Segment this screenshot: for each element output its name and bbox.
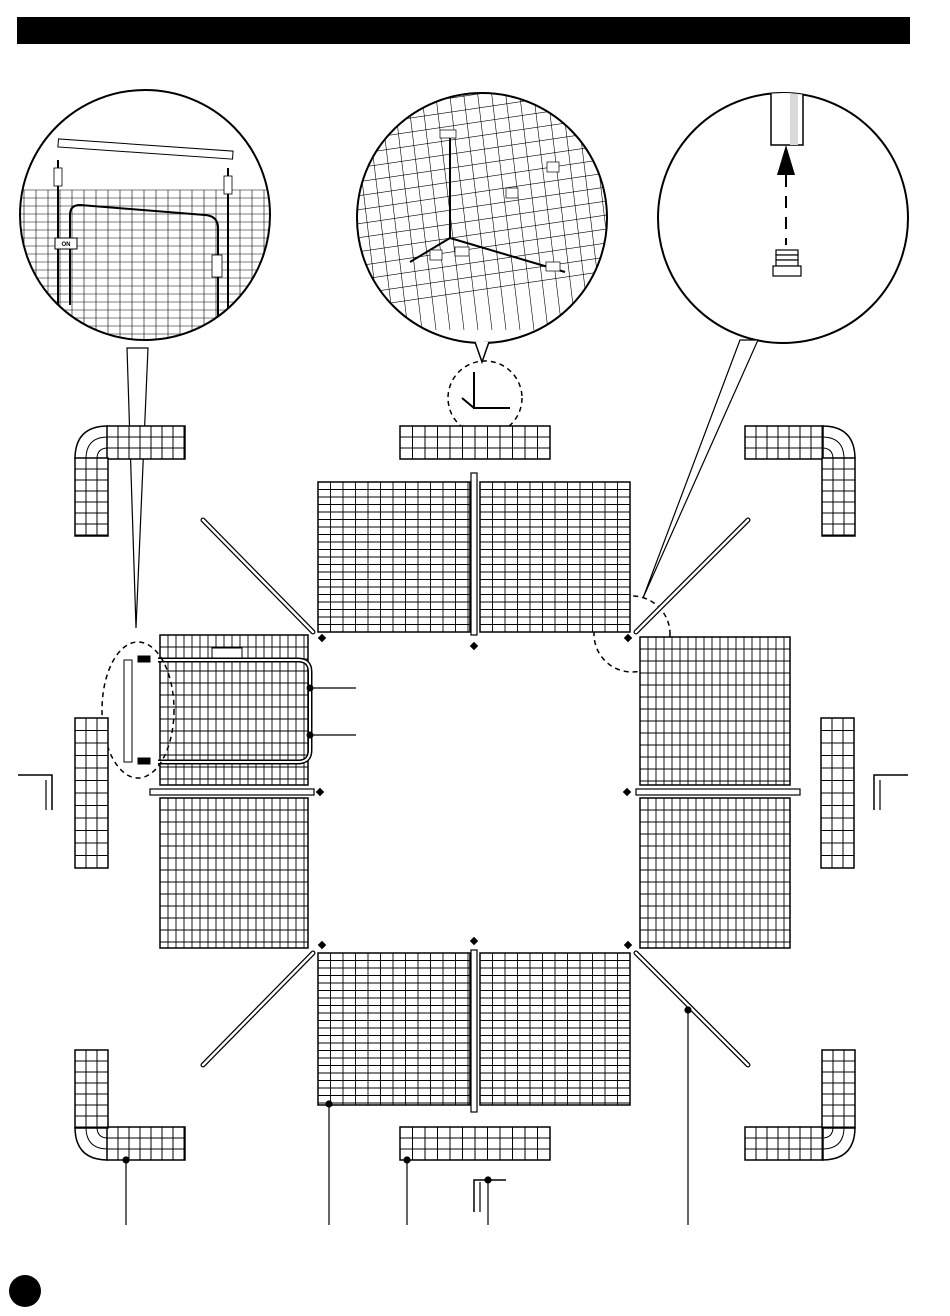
bottom-bracket [474,1180,506,1212]
post-bottom [471,950,477,1112]
loose-straight-panel-left [75,718,108,868]
connector-4 [316,788,323,795]
loose-l-panel-strip [745,426,823,459]
end-cap-icon [773,250,801,276]
loose-straight-panel-right [821,718,854,868]
loose-l-panel-strip [75,1050,108,1128]
side-bracket-right [874,775,908,810]
loose-l-panel-strip [107,1127,185,1160]
loose-l-panel-strip [822,1050,855,1128]
post-top [471,473,477,635]
gate-lock-label: ON [62,242,71,248]
connector-6 [470,642,477,649]
playpen-panels [150,473,800,1112]
panel-right-top [640,637,790,785]
connector-0 [318,634,325,641]
gate-hinge-detail-callout: ON [0,90,300,628]
tube-end-cap-detail-callout [594,90,908,672]
panel-bottom-right [480,953,630,1105]
connector-7 [470,937,477,944]
connector-3 [624,941,631,948]
connector-5 [623,788,630,795]
header-bar [17,17,910,44]
loose-l-panel-strip [107,426,185,459]
loose-l-panel-strip [745,1127,823,1160]
loose-straight-panel-top [400,426,550,459]
post-left [150,789,314,795]
loose-l-panel-strip [822,458,855,536]
panel-right-bottom [640,798,790,948]
panel-top-left [318,482,470,632]
connector-2 [318,941,325,948]
panel-left-bottom [160,798,308,948]
panel-bottom-left [318,953,470,1105]
post-right [636,789,800,795]
loose-l-panel-strip [75,458,108,536]
connector-1 [624,634,631,641]
loose-straight-panel-bottom [400,1127,550,1160]
side-bracket-left [18,775,52,810]
panel-top-right [480,482,630,632]
page-number-badge [9,1275,41,1307]
corner-detail-dashed-ring [448,361,522,435]
